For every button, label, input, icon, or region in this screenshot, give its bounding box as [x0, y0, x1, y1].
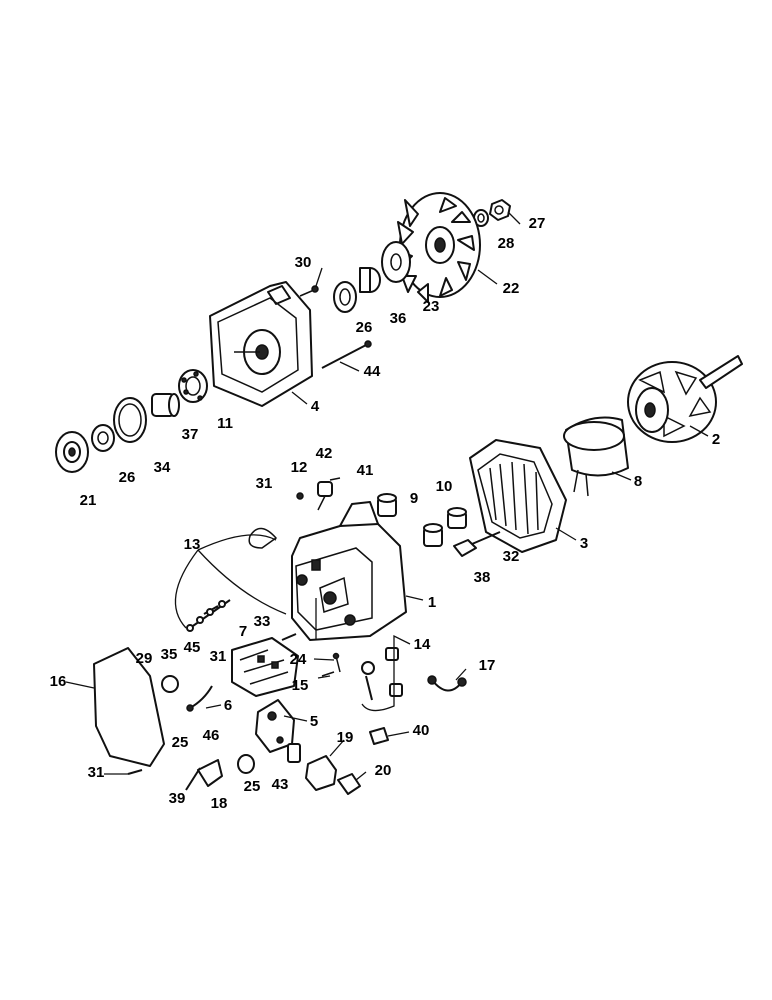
callout-28: 28: [498, 235, 515, 252]
callout-45: 45: [184, 639, 201, 656]
callout-10: 10: [436, 478, 453, 495]
callout-7: 7: [239, 623, 247, 640]
part-32-terminal: [453, 531, 501, 557]
callout-31c: 31: [88, 764, 105, 781]
part-3-rear-housing: [469, 439, 567, 553]
part-34-gasket: [113, 397, 147, 443]
part-24-screw: [332, 652, 341, 673]
part-14-terminal-kit: [361, 647, 403, 701]
part-9-bushing: [423, 523, 443, 547]
callout-31a: 31: [256, 475, 273, 492]
callout-31b: 31: [210, 648, 227, 665]
callout-39: 39: [169, 790, 186, 807]
callout-12: 12: [291, 459, 308, 476]
callout-43: 43: [272, 776, 289, 793]
part-26-seal-lower: [91, 424, 115, 452]
part-21-end-cap: [55, 431, 89, 473]
part-16-cover: [93, 647, 165, 767]
part-12-capacitor: [317, 477, 341, 511]
callout-19: 19: [337, 729, 354, 746]
part-31-screw-upper: [296, 492, 304, 500]
callout-23: 23: [423, 298, 440, 315]
part-2-rotor: [627, 355, 743, 443]
part-1-main-housing: [291, 501, 407, 641]
callout-30: 30: [295, 254, 312, 271]
callout-44: 44: [364, 363, 381, 380]
callout-8: 8: [634, 473, 642, 490]
callout-5: 5: [310, 713, 318, 730]
part-29-bushing: [161, 675, 179, 693]
leader-lines: [65, 211, 709, 781]
callout-20: 20: [375, 762, 392, 779]
callout-14: 14: [414, 636, 431, 653]
callout-33: 33: [254, 613, 271, 630]
callout-1: 1: [428, 594, 436, 611]
callout-3: 3: [580, 535, 588, 552]
part-30-screw: [299, 285, 319, 297]
callout-labels: 1 2 3 4 5 6 7 8 9 10 11 12 13 14 15 16 1…: [50, 215, 721, 812]
part-26-seal-upper: [333, 281, 357, 313]
part-18-bracket: [197, 759, 223, 787]
callout-15: 15: [292, 677, 309, 694]
callout-13: 13: [184, 536, 201, 553]
callout-6: 6: [224, 697, 232, 714]
callout-2: 2: [712, 431, 720, 448]
part-20-connector: [337, 773, 361, 795]
part-27-pulley-nut: [489, 199, 511, 221]
part-40-grommet: [369, 727, 389, 745]
callout-46: 46: [203, 727, 220, 744]
part-25-nut: [237, 754, 255, 774]
part-39-screw: [185, 767, 201, 791]
callout-32: 32: [503, 548, 520, 565]
part-36-collar: [359, 267, 381, 293]
callout-41: 41: [357, 462, 374, 479]
callout-21: 21: [80, 492, 97, 509]
callout-40: 40: [413, 722, 430, 739]
callout-37: 37: [182, 426, 199, 443]
part-17-lead-wire: [427, 675, 467, 692]
part-8-stator-winding: [563, 416, 629, 497]
callout-22: 22: [503, 280, 520, 297]
part-37-bushing: [151, 393, 180, 417]
part-41-bushing: [377, 493, 397, 517]
part-22-fan: [395, 192, 481, 303]
part-13-wire-harness: [186, 527, 278, 632]
part-6-lead: [186, 685, 213, 712]
callout-25b: 25: [244, 778, 261, 795]
callout-4: 4: [311, 398, 320, 415]
part-33-screw: [281, 633, 297, 641]
callout-26b: 26: [119, 469, 136, 486]
callout-42: 42: [316, 445, 333, 462]
callout-27: 27: [529, 215, 546, 232]
part-31-screw-lower: [127, 769, 143, 775]
callout-18: 18: [211, 795, 228, 812]
part-23-spacer: [381, 241, 411, 283]
callout-11: 11: [217, 415, 233, 432]
callout-26a: 26: [356, 319, 373, 336]
callout-16: 16: [50, 673, 67, 690]
callout-17: 17: [479, 657, 496, 674]
callout-35: 35: [161, 646, 178, 663]
part-43-clip: [287, 743, 301, 763]
part-15-screw: [321, 671, 335, 677]
callout-38: 38: [474, 569, 491, 586]
part-10-bushing: [447, 507, 467, 529]
callout-24: 24: [290, 651, 307, 668]
callout-9: 9: [410, 490, 418, 507]
part-4-front-housing: [209, 281, 313, 407]
callout-25a: 25: [172, 734, 189, 751]
callout-29: 29: [136, 650, 153, 667]
callout-36: 36: [390, 310, 407, 327]
part-7-rectifier: [231, 637, 299, 697]
callout-34: 34: [154, 459, 171, 476]
part-44-through-bolt: [321, 340, 372, 369]
part-11-bearing: [178, 369, 208, 403]
part-19-connector: [305, 755, 337, 791]
